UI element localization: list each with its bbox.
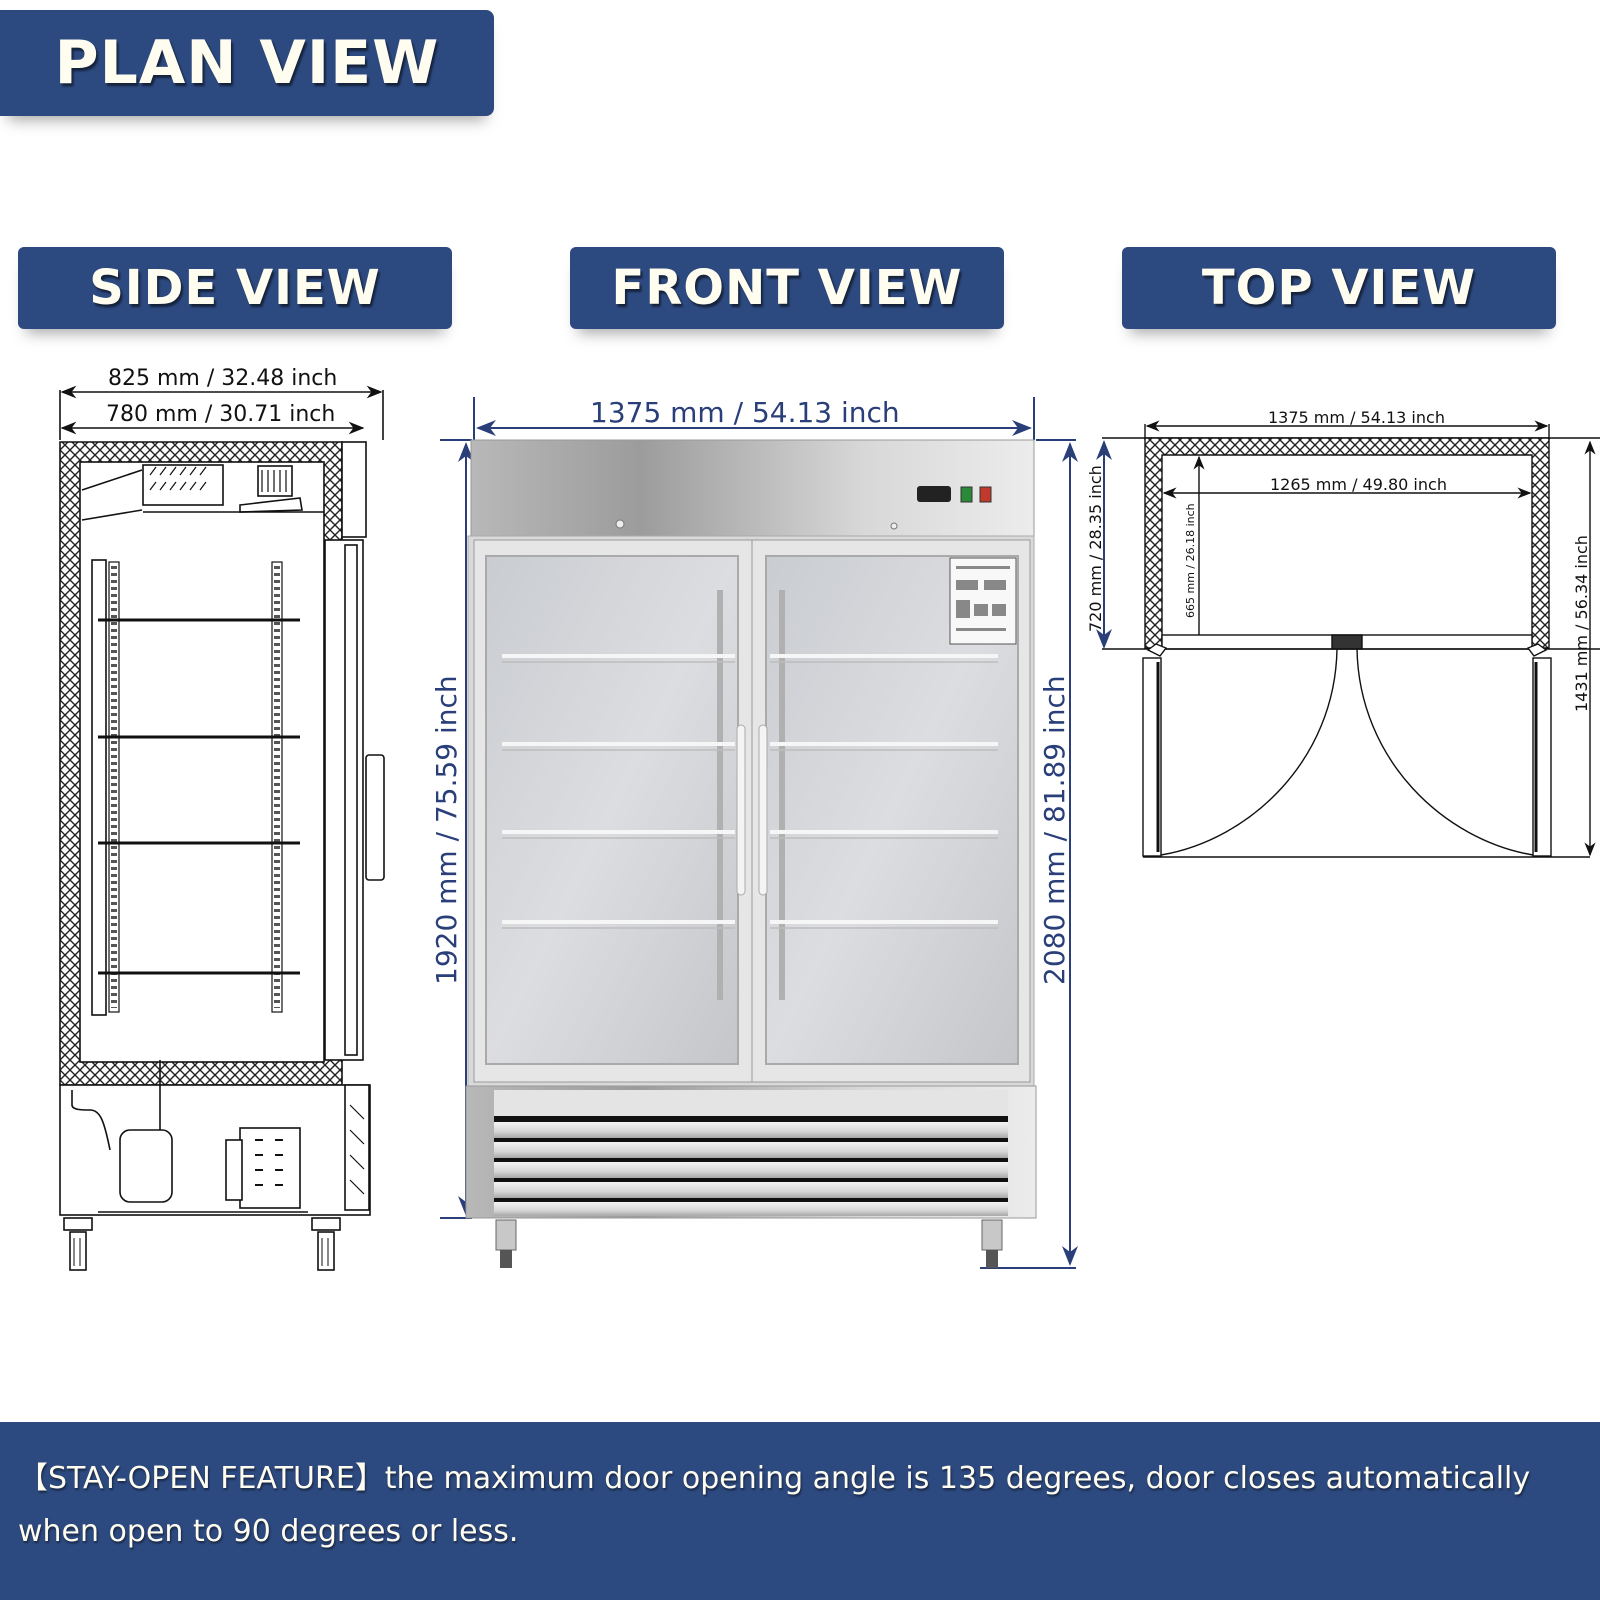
- stay-open-feature-note: 【STAY-OPEN FEATURE】the maximum door open…: [0, 1422, 1600, 1600]
- side-view-drawing: [59, 385, 385, 1271]
- front-total-height-label: 2080 mm / 81.89 inch: [1038, 675, 1071, 985]
- front-body-height-label: 1920 mm / 75.59 inch: [430, 675, 463, 985]
- front-width-label: 1375 mm / 54.13 inch: [590, 396, 900, 429]
- top-inner-width-label: 1265 mm / 49.80 inch: [1270, 475, 1447, 494]
- side-overall-depth-label: 825 mm / 32.48 inch: [108, 366, 338, 391]
- side-view-label: SIDE VIEW: [89, 260, 381, 316]
- side-body-depth-label: 780 mm / 30.71 inch: [106, 402, 336, 427]
- top-inner-depth-label: 665 mm / 26.18 inch: [1184, 503, 1197, 618]
- side-view-heading: SIDE VIEW: [18, 247, 452, 329]
- front-view-heading: FRONT VIEW: [570, 247, 1004, 329]
- top-doors-open-depth-label: 1431 mm / 56.34 inch: [1572, 535, 1591, 712]
- top-outer-width-label: 1375 mm / 54.13 inch: [1268, 408, 1445, 427]
- plan-view-label: PLAN VIEW: [54, 28, 440, 98]
- plan-view-heading: PLAN VIEW: [0, 10, 494, 116]
- footer-line-2: when open to 90 degrees or less.: [18, 1514, 519, 1549]
- front-view-drawing: [440, 397, 1078, 1269]
- footer-line-1: 【STAY-OPEN FEATURE】the maximum door open…: [18, 1461, 1531, 1496]
- top-outer-depth-label: 720 mm / 28.35 inch: [1086, 465, 1105, 632]
- front-view-label: FRONT VIEW: [611, 260, 963, 316]
- top-view-drawing: [1096, 420, 1600, 858]
- top-view-label: TOP VIEW: [1201, 260, 1477, 316]
- top-view-heading: TOP VIEW: [1122, 247, 1556, 329]
